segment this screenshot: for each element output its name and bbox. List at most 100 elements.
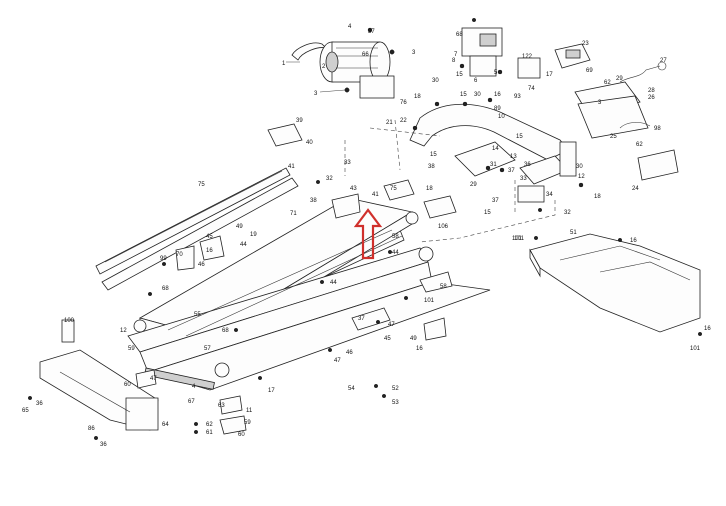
part-label: 75 bbox=[390, 186, 397, 192]
part-label: 5 bbox=[494, 70, 498, 76]
part-label: 59 bbox=[128, 346, 135, 352]
part-label: 61 bbox=[206, 430, 213, 436]
part-label: 89 bbox=[494, 106, 501, 112]
part-label: 47 bbox=[150, 376, 157, 382]
part-label: 54 bbox=[348, 386, 355, 392]
part-label: 46 bbox=[346, 350, 353, 356]
treadmill-deck bbox=[127, 197, 491, 391]
part-label: 47 bbox=[388, 322, 395, 328]
part-label: 25 bbox=[610, 134, 617, 140]
part-label: 27 bbox=[660, 58, 667, 64]
part-label: 52 bbox=[392, 386, 399, 392]
part-label: 17 bbox=[268, 388, 275, 394]
part-label: 13 bbox=[510, 154, 517, 160]
part-label: 3 bbox=[598, 100, 602, 106]
part-label: 37 bbox=[492, 198, 499, 204]
part-label: 63 bbox=[218, 403, 225, 409]
part-label: 18 bbox=[426, 186, 433, 192]
part-label: 106 bbox=[438, 224, 449, 230]
part-label: 47 bbox=[334, 358, 341, 364]
part-label: 68 bbox=[456, 32, 463, 38]
part-label: 4 bbox=[348, 24, 352, 30]
part-label: 16 bbox=[206, 248, 213, 254]
part-label: 24 bbox=[632, 186, 639, 192]
highlight-arrow bbox=[353, 208, 383, 260]
part-label: 41 bbox=[372, 192, 379, 198]
part-label: 18 bbox=[414, 94, 421, 100]
part-label: 76 bbox=[400, 100, 407, 106]
part-label: 60 bbox=[124, 382, 131, 388]
part-label: 58 bbox=[392, 234, 399, 240]
part-label: 66 bbox=[362, 52, 369, 58]
part-label: 49 bbox=[410, 336, 417, 342]
part-label: 64 bbox=[162, 422, 169, 428]
part-label: 101 bbox=[514, 236, 525, 242]
part-label: 30 bbox=[576, 164, 583, 170]
part-label: 99 bbox=[160, 256, 167, 262]
part-label: 68 bbox=[222, 328, 229, 334]
part-label: 40 bbox=[306, 140, 313, 146]
part-label: 2 bbox=[322, 64, 326, 70]
part-label: 10 bbox=[498, 114, 505, 120]
part-label: 36 bbox=[100, 442, 107, 448]
part-label: 3 bbox=[314, 91, 318, 97]
part-label: 62 bbox=[636, 142, 643, 148]
part-label: 49 bbox=[236, 224, 243, 230]
part-label: 16 bbox=[494, 92, 501, 98]
part-label: 44 bbox=[392, 250, 399, 256]
part-label: 34 bbox=[546, 192, 553, 198]
left-side-rail bbox=[95, 167, 299, 291]
part-label: 39 bbox=[296, 118, 303, 124]
part-label: 29 bbox=[616, 76, 623, 82]
part-label: 21 bbox=[386, 120, 393, 126]
part-label: 12 bbox=[120, 328, 127, 334]
part-label: 28 bbox=[648, 88, 655, 94]
part-label: 62 bbox=[206, 422, 213, 428]
part-label: 37 bbox=[368, 29, 375, 35]
part-label: 86 bbox=[88, 426, 95, 432]
part-label: 15 bbox=[456, 72, 463, 78]
part-label: 57 bbox=[204, 346, 211, 352]
part-label: 60 bbox=[238, 432, 245, 438]
part-label: 38 bbox=[310, 198, 317, 204]
part-label: 75 bbox=[198, 182, 205, 188]
part-label: 15 bbox=[460, 92, 467, 98]
part-label: 26 bbox=[648, 95, 655, 101]
part-label: 71 bbox=[290, 211, 297, 217]
part-label: 44 bbox=[240, 242, 247, 248]
assembly-line bbox=[394, 119, 401, 171]
part-label: 16 bbox=[704, 326, 711, 332]
circuit-board-group bbox=[517, 43, 667, 139]
part-label: 30 bbox=[432, 78, 439, 84]
part-label: 18 bbox=[594, 194, 601, 200]
part-label: 29 bbox=[470, 182, 477, 188]
part-label: 67 bbox=[188, 399, 195, 405]
part-label: 33 bbox=[344, 160, 351, 166]
part-label: 22 bbox=[400, 118, 407, 124]
part-label: 17 bbox=[546, 72, 553, 78]
part-label: 74 bbox=[528, 86, 535, 92]
part-label: 55 bbox=[194, 312, 201, 318]
part-label: 98 bbox=[654, 126, 661, 132]
assembly-line bbox=[419, 200, 556, 243]
part-label: 93 bbox=[514, 94, 521, 100]
part-label: 100 bbox=[64, 318, 75, 324]
part-label: 69 bbox=[586, 68, 593, 74]
part-label: 15 bbox=[430, 152, 437, 158]
part-label: 58 bbox=[440, 284, 447, 290]
part-label: 30 bbox=[474, 92, 481, 98]
part-label: 3 bbox=[412, 50, 416, 56]
assembly-line bbox=[369, 127, 441, 137]
part-label: 37 bbox=[358, 316, 365, 322]
part-label: 16 bbox=[630, 238, 637, 244]
part-label: 43 bbox=[350, 186, 357, 192]
part-label: 101 bbox=[424, 298, 435, 304]
part-label: 101 bbox=[690, 346, 701, 352]
part-label: 62 bbox=[604, 80, 611, 86]
part-label: 33 bbox=[520, 176, 527, 182]
part-label: 19 bbox=[250, 232, 257, 238]
part-label: 14 bbox=[492, 146, 499, 152]
part-label: 7 bbox=[454, 52, 458, 58]
part-label: 53 bbox=[392, 400, 399, 406]
